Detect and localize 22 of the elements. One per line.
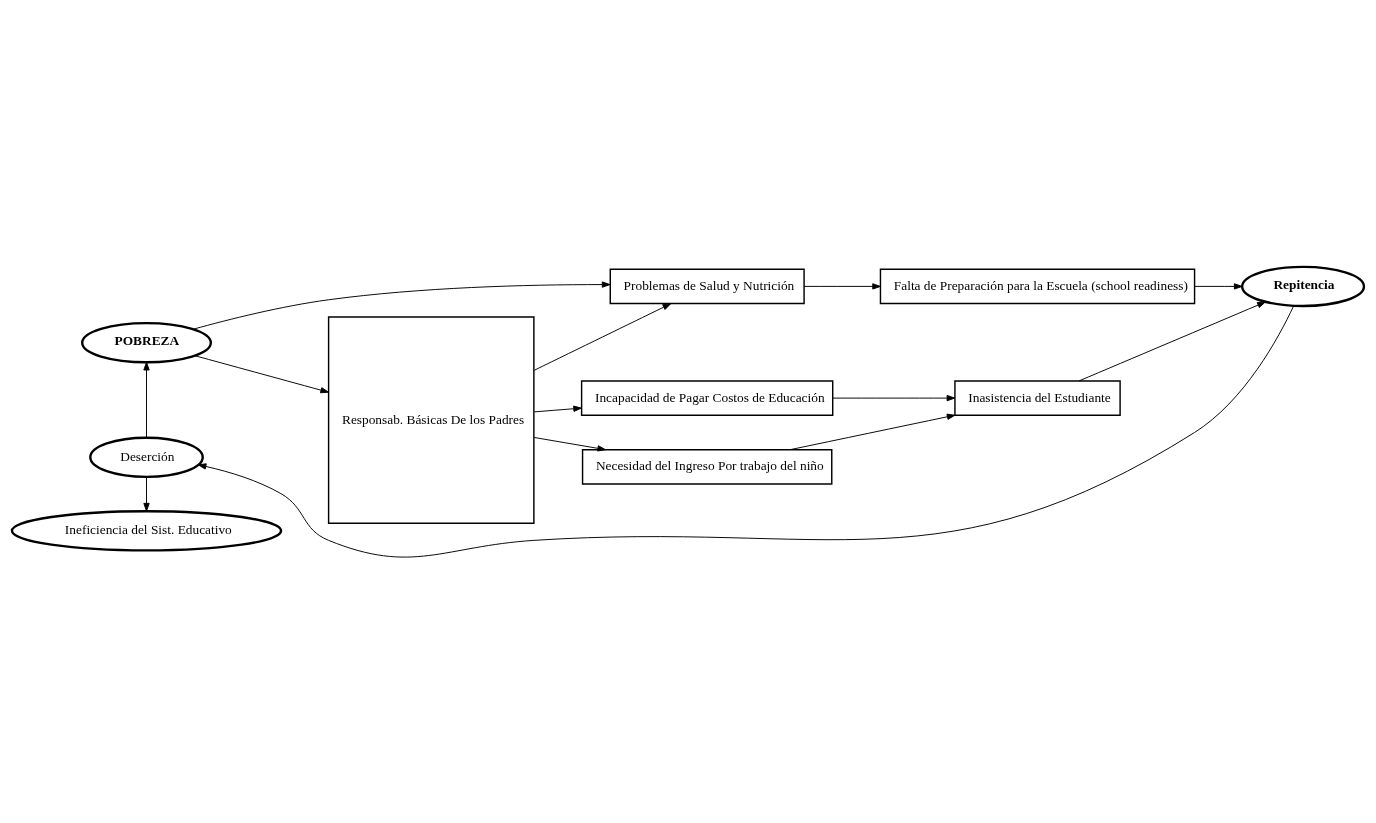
arrow: [1078, 301, 1266, 381]
arrow: [143, 361, 150, 438]
arrow: [192, 280, 611, 330]
arrow: [194, 354, 329, 393]
arrow: [803, 282, 881, 290]
node-ellipse: Deserción: [89, 436, 204, 478]
node-ellipse: Ineficiencia del Sist. Educativo: [10, 509, 283, 552]
arrow: [143, 476, 150, 511]
node-box: Falta de Preparación para la Escuela (school readiness): [879, 268, 1196, 304]
node-box: Necesidad del Ingreso Por trabajo del niño: [581, 448, 833, 485]
arrow: [197, 304, 1295, 557]
node-box: Inasistencia del Estudiante: [954, 379, 1121, 416]
node-box: Responsab. Básicas De los Padres: [327, 315, 535, 524]
arrow: [533, 302, 672, 371]
node-box: Problemas de Salud y Nutrición: [609, 268, 805, 304]
node-ellipse: POBREZA: [81, 321, 212, 363]
arrow: [533, 405, 582, 412]
arrow: [533, 436, 606, 451]
arrow: [790, 413, 956, 450]
node-box: Incapacidad de Pagar Costos de Educación: [580, 379, 834, 416]
arrow: [832, 394, 956, 401]
arrow: [1194, 282, 1243, 290]
